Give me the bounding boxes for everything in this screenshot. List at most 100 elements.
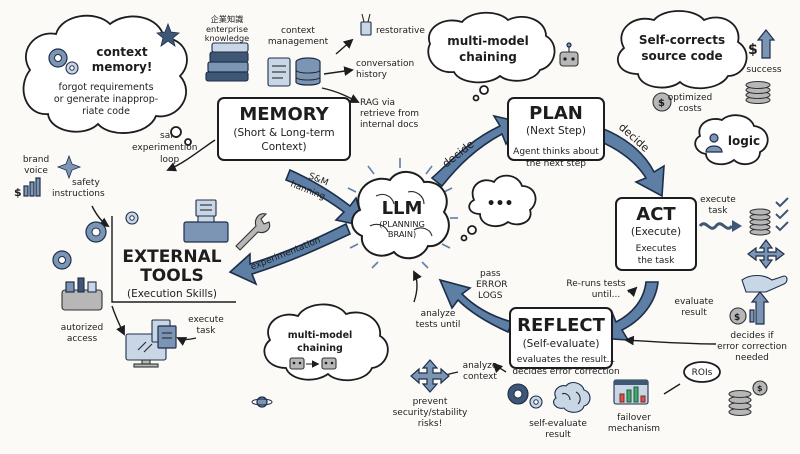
cloud-self-corrects-line-1: Self-corrects (639, 33, 725, 47)
tools-title-1: EXTERNAL (122, 247, 221, 267)
label-autorized-1: autorized (61, 323, 103, 333)
cloud-mm-top-line-1: multi-model (447, 34, 529, 48)
gears-icon-bottom (507, 383, 543, 409)
memory-title: MEMORY (239, 104, 329, 125)
label-safety-2: instructions (52, 189, 105, 199)
rois-bubble: ROIs (683, 361, 721, 383)
planet-icon (251, 396, 273, 408)
cloud-multi-model-top: multi-model chaining (427, 11, 556, 102)
label-enterprise-kanji: 企業知識 (211, 14, 244, 24)
ellipsis-text: ••• (487, 196, 514, 212)
label-evaluate-2: result (681, 308, 707, 318)
coin-stack-icon-bottom: $ (728, 380, 768, 417)
robot-icon-top (559, 42, 579, 67)
reflect-node: REFLECT (Self-evaluate) (509, 307, 613, 369)
label-optimized-1: optimized (668, 93, 713, 103)
plan-node: PLAN (Next Step) (507, 97, 605, 161)
act-subtitle: (Execute) (631, 226, 681, 238)
dollar-coin-icon: $ (652, 92, 672, 112)
cloud-context-memory-line-2: memory! (92, 60, 153, 74)
hand-icon (741, 274, 788, 293)
label-rag-3: internal docs (360, 120, 419, 130)
cloud-mm-top-line-2: chaining (459, 50, 517, 64)
robots-icon-bottom (289, 357, 337, 370)
label-rois: ROIs (692, 368, 713, 378)
label-safe-3: loop (160, 155, 180, 165)
brain-icon-small (553, 381, 591, 413)
tools-title-2: TOOLS (140, 266, 204, 286)
cloud-self-corrects: Self-corrects source code (616, 10, 748, 90)
label-analyze-context-2: context (463, 372, 497, 382)
reflect-subtitle: (Self-evaluate) (523, 338, 600, 350)
loop-arrow-memory-to-llm (284, 168, 366, 228)
label-success: success (746, 65, 782, 75)
ellipsis-thought-bubble: ••• (460, 174, 537, 242)
act-desc-2: the task (638, 256, 675, 266)
memory-node: MEMORY (Short & Long-term Context) (217, 97, 351, 161)
cloud-logic-text: logic (728, 134, 760, 148)
label-execute-task-right-2: task (709, 206, 729, 216)
reflect-desc-2: decides error correction (512, 367, 619, 377)
label-safe-2: experimention (132, 143, 197, 153)
wavy-arrow-icon (698, 220, 742, 232)
label-conversation-2: history (356, 70, 388, 80)
label-self-eval-2: result (545, 430, 571, 440)
label-enterprise: enterprise (206, 24, 248, 34)
memory-subtitle-2: Context) (261, 141, 306, 153)
label-reruns-2: until... (592, 290, 621, 300)
document-icon (267, 57, 291, 87)
label-analyze-tests-1: analyze (421, 309, 456, 319)
label-failover-2: mechanism (608, 424, 660, 434)
label-prevent-2: security/stability (393, 408, 468, 418)
label-safe-1: safe (160, 131, 179, 141)
external-tools-node: EXTERNAL TOOLS (Execution Skills) (111, 216, 236, 303)
act-node: ACT (Execute) Executes the task (615, 197, 697, 271)
label-error: ERROR (476, 280, 508, 290)
cloud-context-memory-line-4: or generate inapprop- (54, 94, 158, 105)
label-analyze-context-1: analyze (463, 361, 498, 371)
svg-text:$: $ (748, 42, 758, 58)
label-self-eval-1: self-evaluate (529, 419, 587, 429)
svg-text:$: $ (734, 313, 740, 323)
label-prevent-1: prevent (413, 397, 448, 407)
cloud-context-memory (22, 14, 192, 146)
books-icon (205, 42, 249, 82)
pencil-cup-icon (360, 13, 372, 36)
label-rag-1: RAG via (360, 98, 395, 108)
gears-icon-top-left (48, 48, 79, 75)
label-conversation-1: conversation (356, 59, 414, 69)
label-prevent-3: risks! (418, 419, 442, 429)
label-failover-1: failover (617, 413, 651, 423)
database-icon (295, 57, 321, 86)
move-arrows-icon-bottom (410, 359, 450, 393)
documents-icon-left (151, 319, 177, 349)
loop-arrow-reflect-to-llm (438, 278, 514, 334)
coin-stack-icon-top (745, 80, 771, 105)
label-autorized-2: access (67, 334, 98, 344)
move-arrows-icon (747, 239, 785, 269)
label-experimentation: experimentation (249, 236, 322, 273)
label-evaluate-1: evaluate (674, 297, 714, 307)
plan-desc-2: the next step (526, 159, 586, 169)
dollar-growth-icon: $ (14, 177, 41, 199)
plan-title: PLAN (529, 103, 583, 124)
label-restorative: restorative (376, 26, 425, 36)
label-pass: pass (480, 269, 501, 279)
tools-subtitle: (Execution Skills) (127, 288, 217, 300)
label-decides-3: needed (735, 353, 769, 363)
cloud-context-memory-line-5: riate code (82, 106, 130, 117)
label-context-management-1: context (281, 26, 315, 36)
person-icon (705, 133, 723, 153)
svg-text:$: $ (14, 186, 22, 199)
label-decides-2: error correction (717, 342, 787, 352)
cloud-context-memory-line-3: forgot requirements (58, 82, 153, 93)
analytics-window-icon (613, 379, 649, 405)
logic-thought-bubble: logic (694, 114, 769, 166)
label-knowledge: knowledge (205, 33, 249, 43)
wrench-icon (235, 213, 271, 251)
star-icon (156, 22, 180, 47)
label-brand-1: brand (23, 155, 49, 165)
cloud-self-corrects-line-2: source code (641, 49, 722, 63)
llm-title: LLM (382, 198, 423, 219)
label-rag-2: retrieve from (360, 109, 419, 119)
